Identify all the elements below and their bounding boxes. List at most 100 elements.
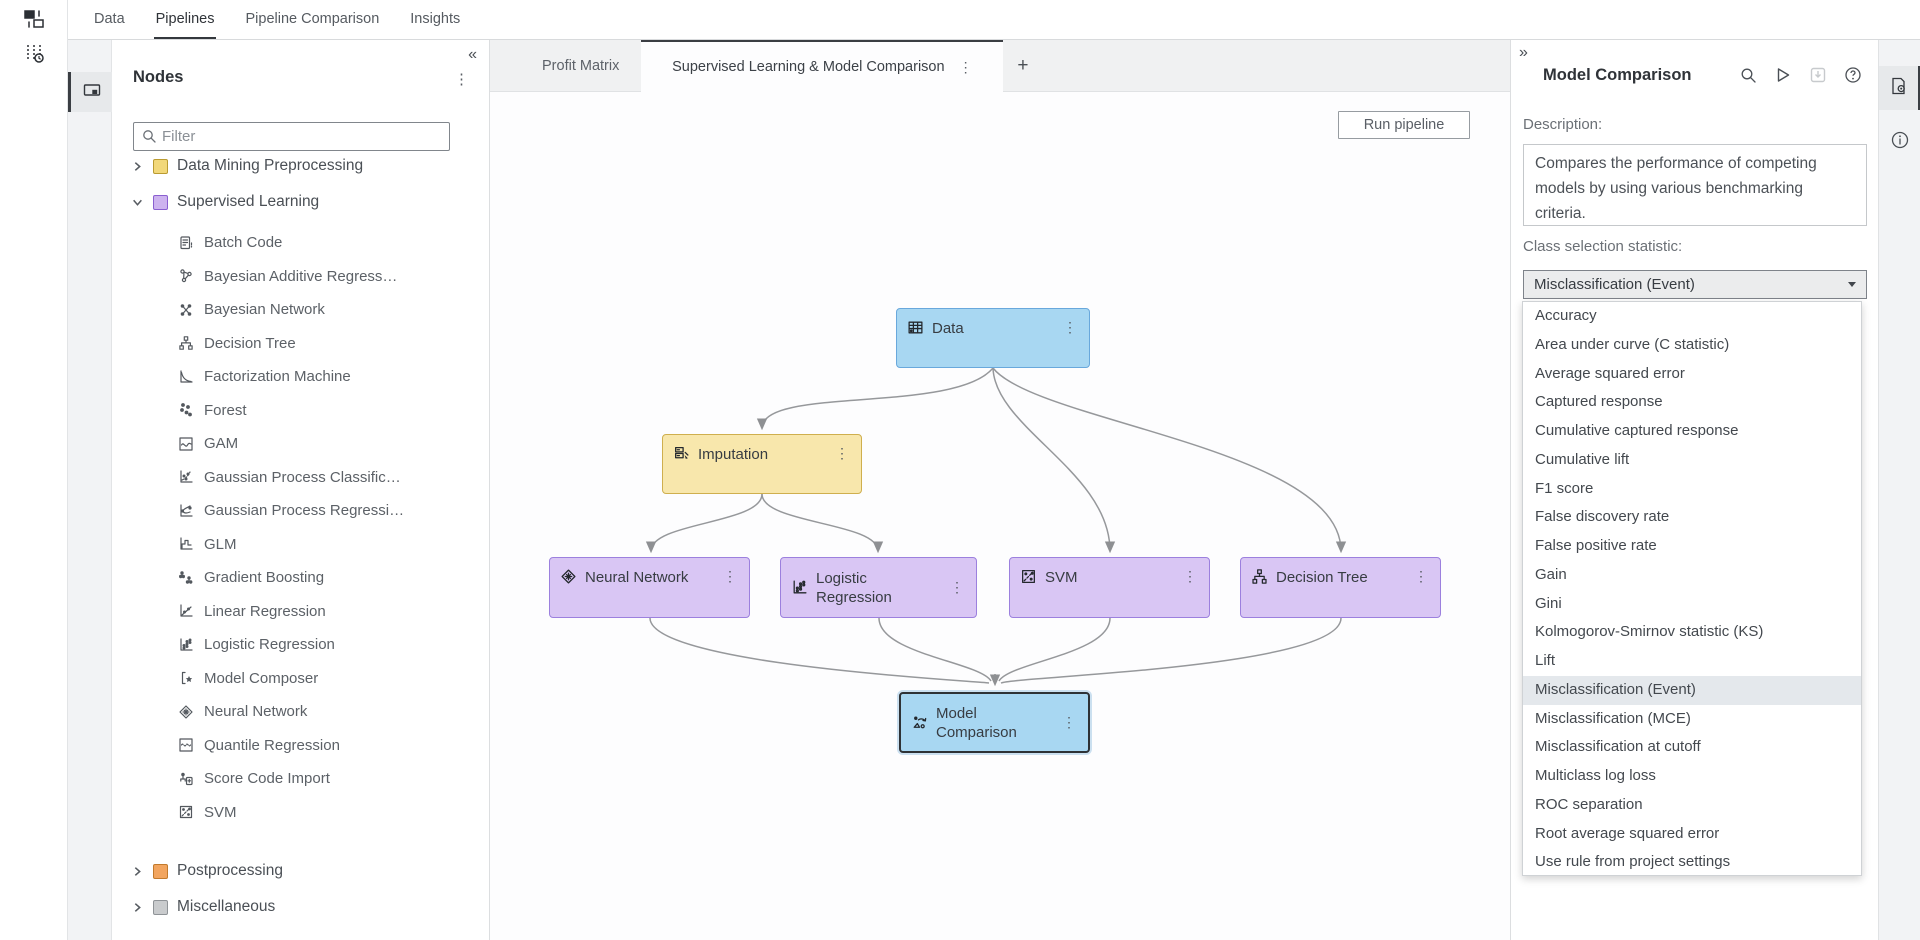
dropdown-option-cumulative-captured-response[interactable]: Cumulative captured response bbox=[1535, 422, 1739, 439]
node-item-label: GLM bbox=[204, 535, 237, 553]
node-item-score-code-import[interactable]: Score Code Import bbox=[112, 762, 489, 796]
dropdown-option-gini[interactable]: Gini bbox=[1535, 594, 1562, 612]
nodes-filter-input[interactable] bbox=[133, 122, 450, 151]
pipeline-node-svm[interactable]: SVM⋮ bbox=[1009, 557, 1210, 618]
dropdown-option-captured-response[interactable]: Captured response bbox=[1535, 393, 1663, 411]
dropdown-option-accuracy[interactable]: Accuracy bbox=[1535, 307, 1597, 324]
top-tab-pipelines[interactable]: Pipelines bbox=[153, 0, 217, 39]
dropdown-option-misclassification-at-cutoff[interactable]: Misclassification at cutoff bbox=[1535, 738, 1701, 756]
node-group-postprocessing[interactable]: Postprocessing bbox=[112, 853, 489, 889]
node-item-decision-tree[interactable]: Decision Tree bbox=[112, 327, 489, 361]
pipeline-canvas-body[interactable]: Data⋮ Imputation⋮ Neural Network⋮ Logistic … bbox=[490, 92, 1510, 940]
top-tab-pipeline-comparison[interactable]: Pipeline Comparison bbox=[245, 10, 380, 27]
node-group-miscellaneous[interactable]: Miscellaneous bbox=[112, 889, 489, 925]
node-item-neural-network[interactable]: Neural Network bbox=[112, 695, 489, 729]
node-item-label: Linear Regression bbox=[204, 602, 326, 620]
node-menu-icon[interactable]: ⋮ bbox=[1062, 714, 1076, 730]
pipeline-tab-supervised-learning-model-comparison[interactable]: Supervised Learning & Model Comparison ⋮ bbox=[641, 40, 1004, 92]
dropdown-option-kolmogorov-smirnov-statistic-ks[interactable]: Kolmogorov-Smirnov statistic (KS) bbox=[1535, 623, 1764, 641]
nodes-panel-menu-icon[interactable]: ⋮ bbox=[454, 71, 469, 88]
pipeline-node-imputation[interactable]: Imputation⋮ bbox=[662, 434, 862, 494]
dropdown-option-multiclass-log-loss[interactable]: Multiclass log loss bbox=[1535, 767, 1656, 784]
node-item-gam[interactable]: GAM bbox=[112, 427, 489, 461]
edge-imputation-neural-network bbox=[645, 493, 763, 554]
run-pipeline-button[interactable]: Run pipeline bbox=[1338, 111, 1470, 139]
class-stat-select[interactable]: Misclassification (Event) bbox=[1523, 270, 1867, 299]
pipeline-node-decision-tree[interactable]: Decision Tree⋮ bbox=[1240, 557, 1441, 618]
tab-menu-icon[interactable]: ⋮ bbox=[958, 58, 973, 75]
description-label: Description: bbox=[1523, 116, 1603, 133]
add-pipeline-tab-button[interactable]: + bbox=[1017, 54, 1029, 76]
pipeline-tab-profit-matrix[interactable]: Profit Matrix bbox=[542, 57, 620, 74]
topbar: Data Pipelines Pipeline Comparison Insights bbox=[68, 0, 1920, 40]
chevron-right-icon[interactable] bbox=[132, 161, 144, 172]
node-menu-icon[interactable]: ⋮ bbox=[950, 579, 964, 595]
dropdown-option-lift[interactable]: Lift bbox=[1535, 652, 1556, 669]
run-node-icon[interactable] bbox=[1774, 66, 1792, 84]
group-color-swatch bbox=[153, 158, 168, 174]
node-item-quantile-regression[interactable]: Quantile Regression bbox=[112, 729, 489, 763]
node-menu-icon[interactable]: ⋮ bbox=[1414, 568, 1428, 584]
nodes-panel-toggle[interactable] bbox=[68, 72, 112, 112]
node-item-batch-code[interactable]: Batch Code bbox=[112, 226, 489, 260]
chevron-down-icon[interactable] bbox=[132, 197, 144, 208]
node-item-bayesian-network[interactable]: Bayesian Network bbox=[112, 293, 489, 327]
node-item-factorization-machine[interactable]: Factorization Machine bbox=[112, 360, 489, 394]
collapse-properties-panel-icon[interactable]: » bbox=[1519, 44, 1528, 61]
dropdown-option-roc-separation[interactable]: ROC separation bbox=[1535, 795, 1643, 813]
node-item-linear-regression[interactable]: Linear Regression bbox=[112, 595, 489, 629]
pipeline-tab-label: Supervised Learning & Model Comparison bbox=[672, 59, 945, 75]
node-properties-tab[interactable] bbox=[1879, 66, 1920, 110]
node-item-logistic-regression[interactable]: Logistic Regression bbox=[112, 628, 489, 662]
dropdown-option-average-squared-error[interactable]: Average squared error bbox=[1535, 364, 1685, 382]
node-item-glm[interactable]: GLM bbox=[112, 528, 489, 562]
node-item-gaussian-process-regressi[interactable]: Gaussian Process Regressi… bbox=[112, 494, 489, 528]
node-group-data-mining-preprocessing[interactable]: Data Mining Preprocessing bbox=[112, 148, 489, 184]
pipeline-node-model-comparison[interactable]: Model Comparison⋮ bbox=[899, 692, 1090, 753]
bayesian-additive-regression-icon bbox=[178, 268, 194, 284]
node-item-label: Score Code Import bbox=[204, 770, 330, 788]
node-item-label: Gaussian Process Classific… bbox=[204, 468, 401, 486]
node-menu-icon[interactable]: ⋮ bbox=[835, 445, 849, 461]
node-item-gaussian-process-classific[interactable]: Gaussian Process Classific… bbox=[112, 461, 489, 495]
search-icon[interactable] bbox=[1739, 66, 1757, 84]
chevron-right-icon[interactable] bbox=[132, 866, 144, 877]
node-group-supervised-learning[interactable]: Supervised Learning bbox=[112, 184, 489, 220]
top-tab-insights[interactable]: Insights bbox=[410, 10, 461, 27]
group-label: Supervised Learning bbox=[177, 193, 320, 210]
help-icon[interactable] bbox=[1844, 66, 1862, 84]
class-stat-select-value: Misclassification (Event) bbox=[1534, 276, 1695, 293]
queued-tasks-icon[interactable] bbox=[21, 40, 47, 66]
dropdown-option-area-under-curve-c-statistic[interactable]: Area under curve (C statistic) bbox=[1535, 335, 1730, 353]
node-item-forest[interactable]: Forest bbox=[112, 394, 489, 428]
collapse-nodes-panel-icon[interactable]: « bbox=[468, 46, 477, 63]
dropdown-option-root-average-squared-error[interactable]: Root average squared error bbox=[1535, 824, 1720, 842]
dropdown-option-misclassification-mce[interactable]: Misclassification (MCE) bbox=[1535, 709, 1691, 727]
chevron-right-icon[interactable] bbox=[132, 902, 144, 913]
group-label: Data Mining Preprocessing bbox=[177, 157, 364, 174]
dropdown-option-f1-score[interactable]: F1 score bbox=[1535, 479, 1594, 497]
node-item-svm[interactable]: SVM bbox=[112, 796, 489, 830]
pipeline-node-logistic-regression[interactable]: Logistic Regression⋮ bbox=[780, 557, 977, 618]
dropdown-option-use-rule-from-project-settings[interactable]: Use rule from project settings bbox=[1535, 853, 1731, 871]
decision-tree-icon bbox=[1251, 568, 1268, 585]
node-menu-icon[interactable]: ⋮ bbox=[1063, 319, 1077, 335]
gaussian-process-classification-icon bbox=[178, 469, 194, 485]
swap-view-icon[interactable] bbox=[21, 6, 47, 32]
dropdown-option-misclassification-event[interactable]: Misclassification (Event) bbox=[1523, 675, 1861, 705]
dropdown-option-cumulative-lift[interactable]: Cumulative lift bbox=[1535, 450, 1630, 468]
top-tab-data[interactable]: Data bbox=[94, 10, 125, 27]
pipeline-node-data[interactable]: Data⋮ bbox=[896, 308, 1090, 368]
info-tab[interactable] bbox=[1879, 126, 1920, 158]
node-menu-icon[interactable]: ⋮ bbox=[723, 568, 737, 584]
dropdown-option-false-discovery-rate[interactable]: False discovery rate bbox=[1535, 508, 1670, 526]
pipeline-node-neural-network[interactable]: Neural Network⋮ bbox=[549, 557, 750, 618]
dropdown-option-false-positive-rate[interactable]: False positive rate bbox=[1535, 537, 1657, 554]
node-item-model-composer[interactable]: Model Composer bbox=[112, 662, 489, 696]
description-field[interactable]: Compares the performance of competing mo… bbox=[1523, 144, 1867, 226]
node-item-bayesian-additive-regress[interactable]: Bayesian Additive Regress… bbox=[112, 260, 489, 294]
data-table-icon bbox=[907, 319, 924, 336]
dropdown-option-gain[interactable]: Gain bbox=[1535, 565, 1567, 583]
node-menu-icon[interactable]: ⋮ bbox=[1183, 568, 1197, 584]
node-item-gradient-boosting[interactable]: Gradient Boosting bbox=[112, 561, 489, 595]
